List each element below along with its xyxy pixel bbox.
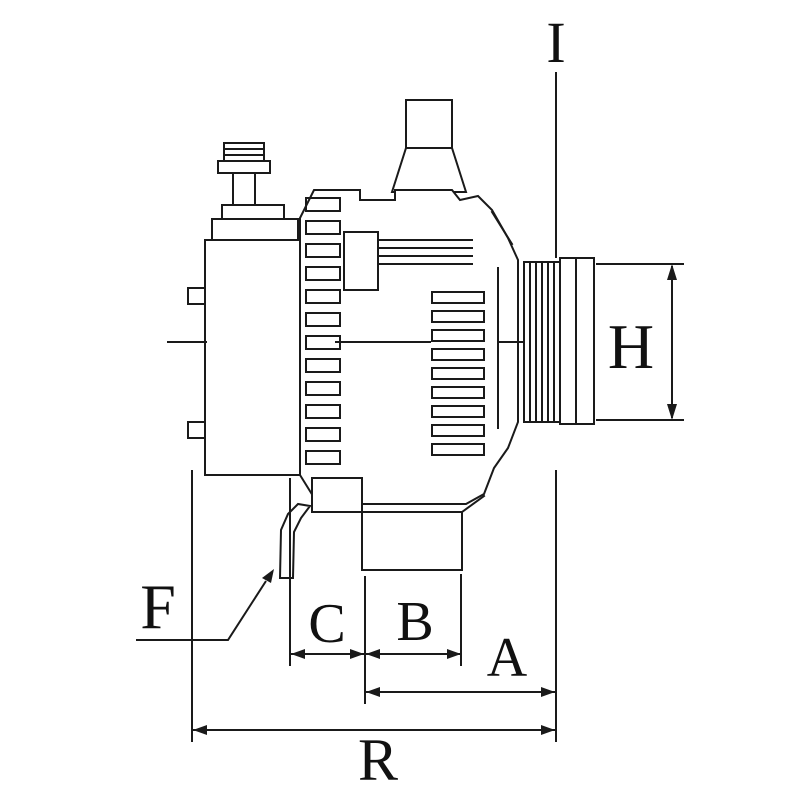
dim-h-arrow-up	[667, 264, 677, 280]
dim-c-arrow-left	[291, 649, 305, 659]
top-mounting-lug	[390, 99, 468, 193]
dim-a-arrow-right	[541, 687, 555, 697]
rear-housing-body	[204, 239, 301, 476]
dim-label-h: H	[608, 311, 654, 382]
top-rib-lines	[379, 239, 473, 265]
dimension-labels: I H F C B A R	[140, 10, 654, 793]
foot-slant-line	[460, 494, 486, 514]
main-body-outline	[299, 189, 519, 505]
dim-label-a: A	[487, 627, 528, 689]
dim-a-arrow-left	[366, 687, 380, 697]
rear-bolt-assembly	[211, 142, 299, 241]
output-wire	[278, 502, 312, 579]
foot-left-block	[311, 477, 363, 513]
dim-r-arrow-right	[541, 725, 555, 735]
dim-h-extension-lines	[596, 263, 684, 421]
dim-b-arrow-right	[447, 649, 461, 659]
dim-label-r: R	[358, 727, 398, 793]
body-detail	[335, 210, 523, 429]
alternator-drawing	[167, 99, 595, 579]
bottom-mounting-foot	[311, 477, 486, 571]
dim-c-arrow-right	[350, 649, 364, 659]
pulley-grooves	[523, 261, 561, 423]
dim-label-i: I	[546, 10, 565, 75]
dim-label-c: C	[308, 593, 345, 655]
bolt-head	[223, 142, 265, 162]
dim-f-arrowhead	[262, 569, 274, 583]
rear-housing-tab-lower	[187, 421, 206, 439]
dim-f-leader-line	[136, 580, 267, 641]
dim-label-b: B	[396, 591, 433, 653]
bolt-bracket-base	[211, 218, 299, 241]
brush-holder-block	[343, 231, 379, 291]
bolt-shaft	[232, 172, 256, 206]
drive-end-lines	[490, 210, 523, 429]
bolt-head-threads	[223, 148, 265, 156]
bolt-collar	[221, 204, 285, 220]
dim-label-f: F	[140, 571, 176, 642]
right-cooling-fins	[431, 291, 485, 456]
dim-h-arrow-down	[667, 404, 677, 420]
dimension-annotations	[136, 72, 684, 742]
dim-r-arrow-left	[193, 725, 207, 735]
bolt-flange	[217, 160, 271, 174]
dim-b-arrow-left	[366, 649, 380, 659]
left-cooling-fins	[305, 197, 341, 465]
rear-housing-tab-upper	[187, 287, 206, 305]
rear-housing	[167, 239, 301, 476]
pulley	[523, 257, 595, 425]
foot-main-block	[361, 511, 463, 571]
lug-upper-block	[405, 99, 453, 149]
lug-taper	[390, 147, 468, 193]
